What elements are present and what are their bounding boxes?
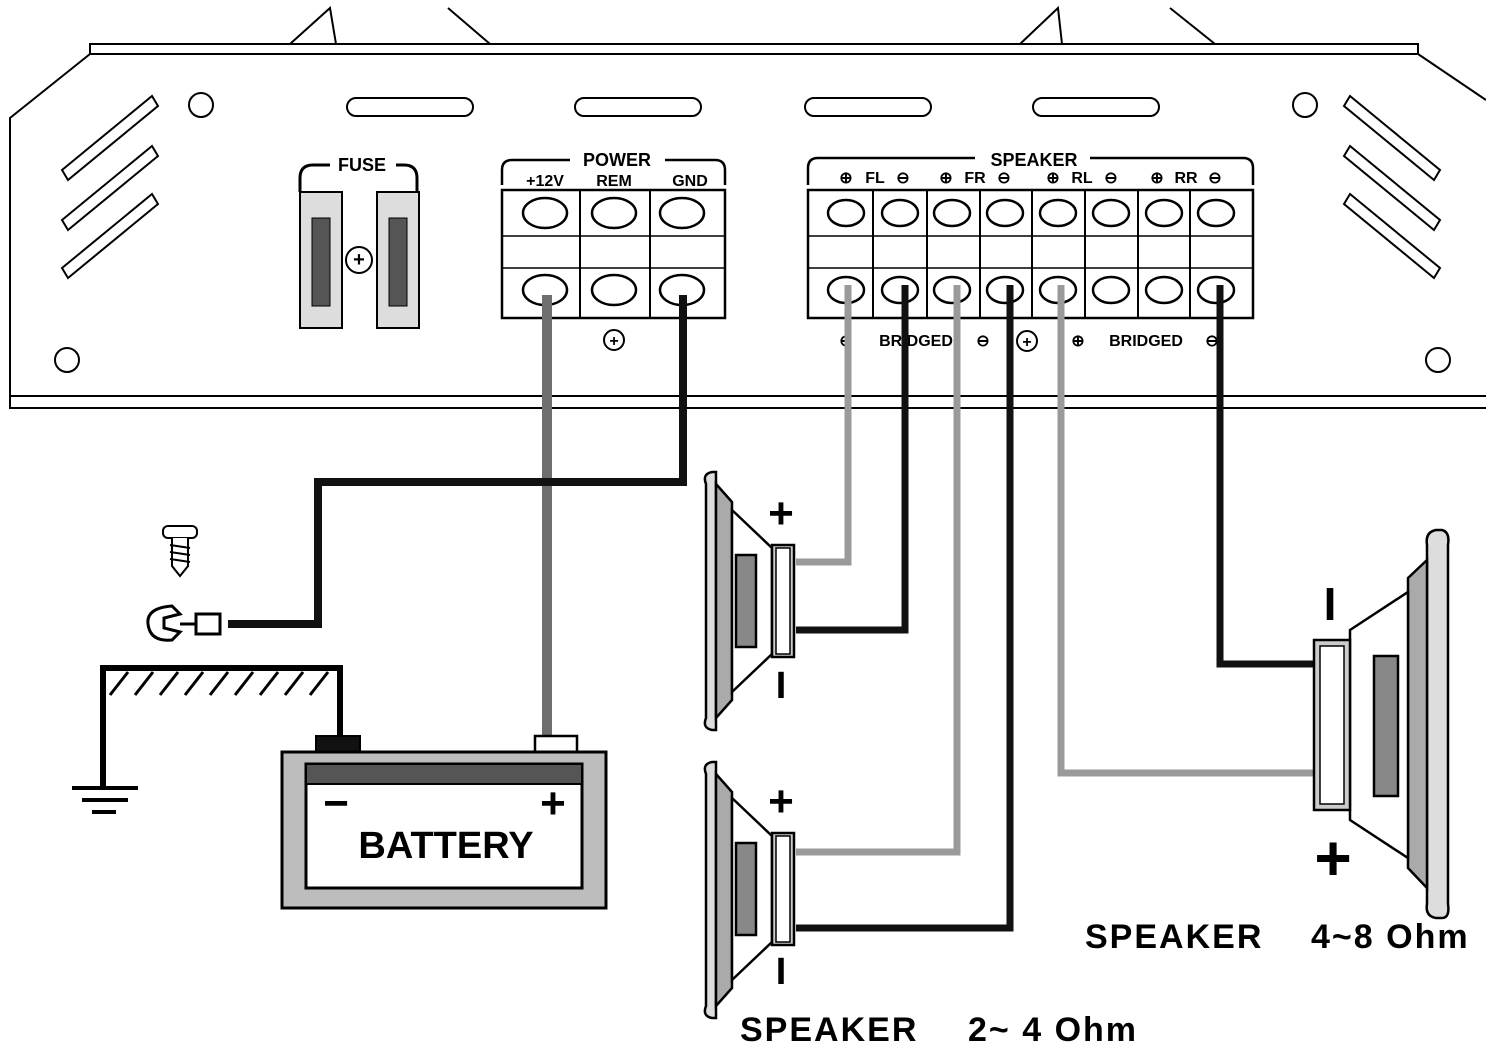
battery-pos-symbol: + [540, 779, 566, 828]
bridged-label-right: BRIDGED [1109, 333, 1183, 350]
fuse-holder: + FUSE [298, 155, 420, 329]
ring-terminal-icon [146, 604, 222, 642]
fr-minus-icon: ⊖ [997, 170, 1010, 187]
rr-plus-icon: ⊕ [1150, 170, 1163, 187]
speaker-header: SPEAKER [990, 150, 1077, 170]
speaker-bridged-plus: + [1314, 822, 1351, 894]
wire-bridged-plus [1057, 285, 1313, 777]
bridged-left-minus2-icon: ⊖ [976, 333, 989, 350]
fl-plus-icon: ⊕ [839, 170, 852, 187]
svg-text:+: + [609, 333, 618, 350]
speaker-screw-icon [1016, 330, 1038, 352]
speaker-bridged-minus: I [1324, 578, 1337, 630]
speaker-large-label: SPEAKER [1085, 918, 1263, 956]
ground-screw-icon [603, 329, 625, 351]
power-terminal-rem: REM [596, 173, 632, 190]
speaker-fr [703, 760, 796, 1020]
power-header: POWER [583, 150, 651, 170]
speaker-fr-plus: + [768, 777, 794, 826]
power-terminal-block: + POWER +12V REM GND [500, 150, 727, 351]
speaker-bridged [1312, 528, 1450, 920]
wire-fr-plus [796, 285, 961, 856]
speaker-large-impedance: 4~8 Ohm [1311, 918, 1470, 956]
speaker-fl-minus: I [776, 665, 787, 707]
speaker-small-impedance: 2~ 4 Ohm [968, 1011, 1138, 1048]
battery-neg-symbol: − [323, 779, 349, 828]
power-terminal-gnd: GND [672, 173, 708, 190]
rr-minus-icon: ⊖ [1208, 170, 1221, 187]
speaker-fl-plus: + [768, 489, 794, 538]
speaker-small-label: SPEAKER [740, 1011, 918, 1048]
wire-gnd-chassis [228, 295, 687, 628]
ground-bolt-icon [162, 525, 198, 578]
rl-minus-icon: ⊖ [1104, 170, 1117, 187]
fr-plus-icon: ⊕ [939, 170, 952, 187]
wire-fl-plus [796, 285, 852, 566]
power-terminal-12v: +12V [526, 173, 564, 190]
earth-ground-icon [72, 786, 138, 814]
rl-plus-icon: ⊕ [1046, 170, 1059, 187]
battery: − + BATTERY [280, 734, 608, 910]
wire-fl-minus [796, 285, 909, 634]
bridged-label-left: BRIDGED [879, 333, 953, 350]
speaker-fl [703, 470, 796, 732]
fl-minus-icon: ⊖ [896, 170, 909, 187]
wire-fr-minus [796, 285, 1014, 932]
bridged-right-plus-icon: ⊕ [1071, 333, 1084, 350]
channel-rr: RR [1174, 170, 1198, 187]
svg-text:+: + [353, 249, 365, 271]
channel-fl: FL [865, 170, 885, 187]
fuse-label: FUSE [338, 155, 386, 175]
chassis-ground [72, 525, 343, 814]
svg-text:+: + [1022, 334, 1031, 351]
speaker-terminal-block: SPEAKER ⊕ FL ⊖ ⊕ FR ⊖ ⊕ RL ⊖ ⊕ RR ⊖ ⊖ BR… [806, 150, 1255, 352]
amplifier-body [9, 5, 1486, 409]
bridged-right-minus-icon: ⊖ [1205, 333, 1218, 350]
fuse-screw-icon [345, 246, 373, 274]
channel-fr: FR [964, 170, 986, 187]
battery-label: BATTERY [358, 825, 533, 867]
wire-bridged-minus [1216, 285, 1313, 668]
channel-rl: RL [1071, 170, 1093, 187]
speaker-fr-minus: I [776, 951, 787, 993]
wires [228, 285, 1313, 932]
